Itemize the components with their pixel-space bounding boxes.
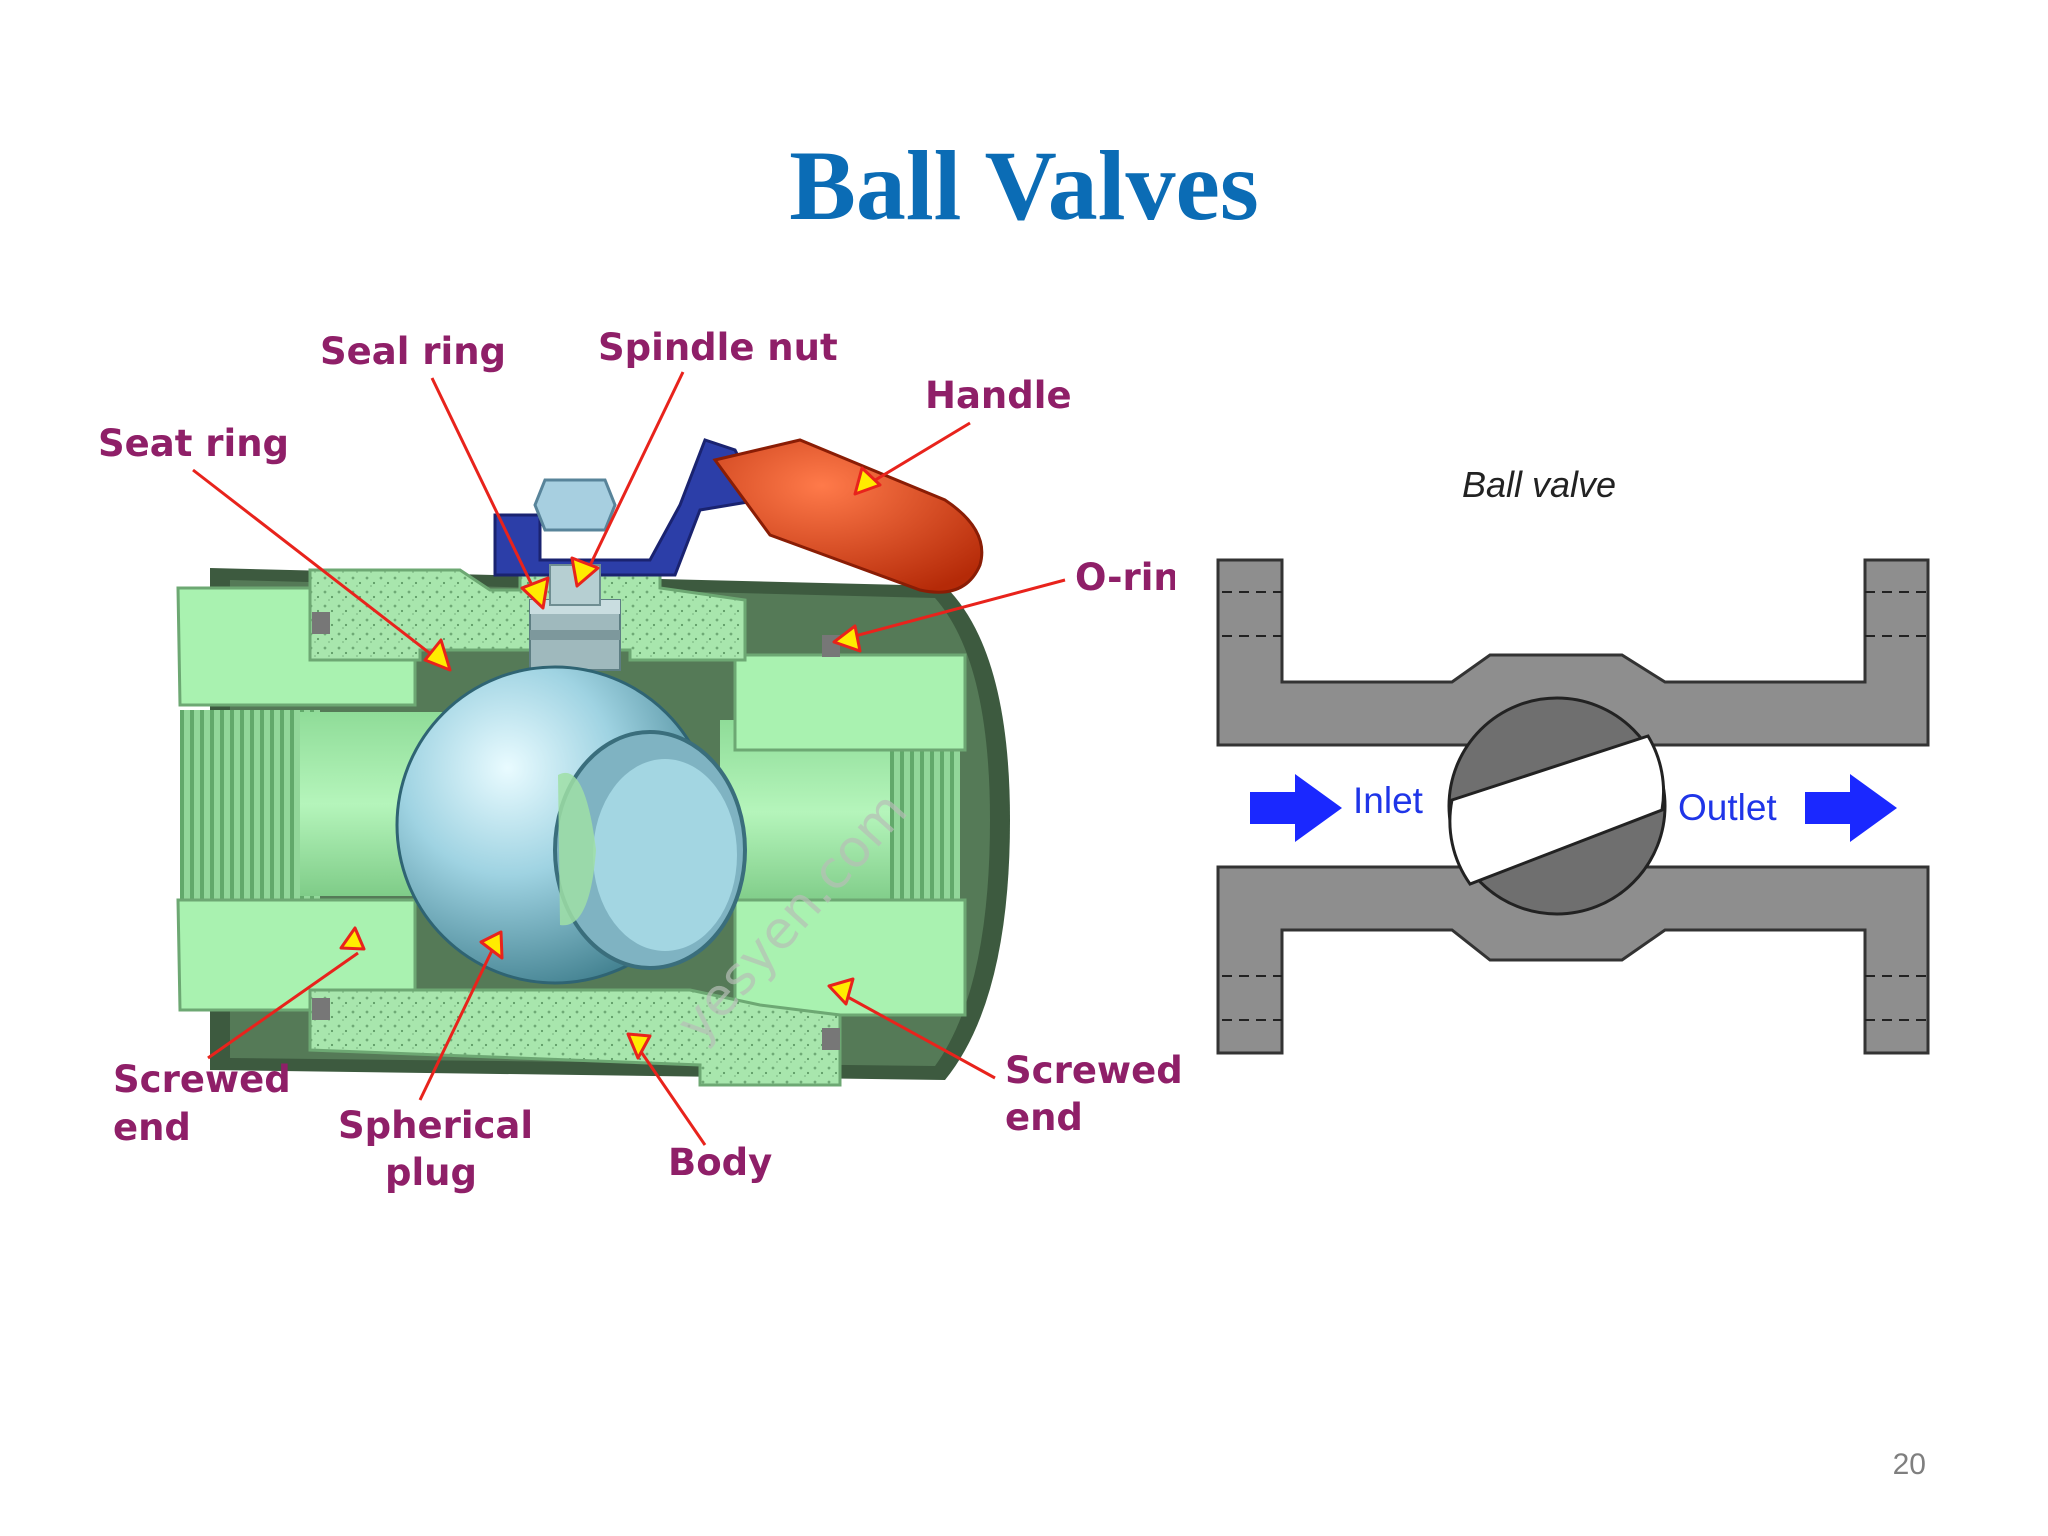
label-screwed-end-right-line1: Screwed [1005, 1049, 1183, 1092]
part-labels: Seal ring Spindle nut Handle Seat ring O… [98, 326, 1183, 1194]
leader-lines [192, 371, 1066, 1146]
right-end-top [733, 653, 967, 752]
outlet-label: Outlet [1678, 787, 1777, 828]
label-screwed-end-left-line2: end [113, 1106, 191, 1149]
label-spindle-nut: Spindle nut [598, 326, 838, 369]
schematic-ball-bore [1448, 734, 1666, 886]
label-seat-ring: Seat ring [98, 422, 289, 465]
slide-title: Ball Valves [789, 130, 1259, 241]
inlet-arrow-icon [1250, 774, 1342, 842]
schematic-title: Ball valve [1462, 464, 1616, 505]
page-number: 20 [1892, 1448, 1926, 1481]
label-spherical-plug-line1: Spherical [338, 1104, 533, 1147]
arrow-heads [339, 466, 882, 1060]
outlet-arrow-icon [1805, 774, 1897, 842]
label-o-ring: O-rin [1075, 556, 1180, 599]
label-body: Body [668, 1141, 772, 1184]
label-seal-ring: Seal ring [320, 330, 506, 373]
left-thread [180, 710, 320, 900]
valve-body-top [308, 563, 747, 662]
inlet-label: Inlet [1353, 780, 1424, 821]
schematic-top-body [1216, 558, 1930, 747]
right-end-bottom [733, 898, 967, 1017]
label-handle: Handle [925, 374, 1072, 417]
ball-valve-schematic: Ball valve Inlet Outlet [1216, 464, 1930, 1055]
handle-grip [712, 438, 984, 594]
label-screwed-end-right-line2: end [1005, 1096, 1083, 1139]
schematic-bottom-body [1216, 865, 1930, 1055]
label-screwed-end-left-line1: Screwed [113, 1058, 291, 1101]
cutaway-valve: yesyen.com [176, 438, 1010, 1087]
spindle-nut [533, 478, 617, 532]
handle-arm [493, 438, 763, 577]
label-spherical-plug-line2: plug [385, 1151, 477, 1194]
valve-body-bottom [308, 988, 842, 1087]
